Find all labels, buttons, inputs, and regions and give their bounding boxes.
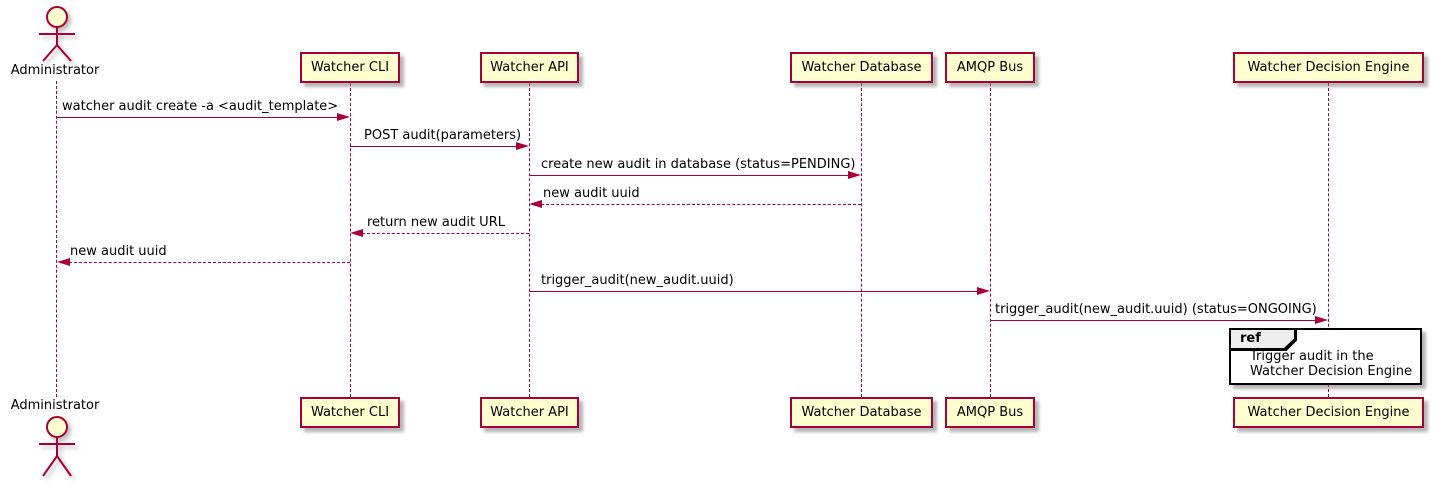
actor-icon xyxy=(39,416,75,477)
ref-fragment: ref Trigger audit in the Watcher Decisio… xyxy=(1229,328,1422,385)
ref-text: Trigger audit in the Watcher Decision En… xyxy=(1250,349,1412,379)
arrowhead-left-icon xyxy=(57,258,70,266)
message-label: trigger_audit(new_audit.uuid) xyxy=(541,273,734,288)
message-label: return new audit URL xyxy=(367,215,505,230)
message-label: watcher audit create -a <audit_template> xyxy=(62,99,339,114)
lifeline-watcher-decision-engine xyxy=(1328,83,1329,397)
arrowhead-right-icon xyxy=(977,287,990,295)
participant-watcher-cli-bottom: Watcher CLI xyxy=(300,397,400,428)
arrowhead-right-icon xyxy=(337,113,350,121)
participant-watcher-api-top: Watcher API xyxy=(480,52,579,83)
message-label: new audit uuid xyxy=(70,244,167,259)
participant-amqp-bus-bottom: AMQP Bus xyxy=(945,397,1035,428)
message-line xyxy=(57,117,338,118)
lifeline-watcher-api xyxy=(529,83,530,397)
message-line xyxy=(362,233,529,234)
message-label: trigger_audit(new_audit.uuid) (status=ON… xyxy=(995,302,1317,317)
message-line xyxy=(541,204,861,205)
lifeline-amqp-bus xyxy=(990,83,991,397)
message-line xyxy=(69,262,350,263)
arrowhead-left-icon xyxy=(350,229,363,237)
participant-label: Watcher Decision Engine xyxy=(1247,60,1410,75)
arrowhead-left-icon xyxy=(529,200,542,208)
ref-tag: ref xyxy=(1231,330,1297,351)
message-line xyxy=(990,320,1316,321)
participant-label: AMQP Bus xyxy=(956,60,1024,75)
ref-text-line: Watcher Decision Engine xyxy=(1250,364,1412,379)
arrowhead-right-icon xyxy=(1315,316,1328,324)
lifeline-watcher-database xyxy=(861,83,862,397)
participant-label: Watcher API xyxy=(490,405,569,420)
message-label: create new audit in database (status=PEN… xyxy=(541,157,856,172)
arrowhead-right-icon xyxy=(516,142,529,150)
participant-label: Watcher Decision Engine xyxy=(1247,405,1410,420)
participant-amqp-bus-top: AMQP Bus xyxy=(945,52,1035,83)
message-line xyxy=(350,146,517,147)
participant-label: AMQP Bus xyxy=(956,405,1024,420)
participant-watcher-database-bottom: Watcher Database xyxy=(790,397,933,428)
ref-text-line: Trigger audit in the xyxy=(1250,349,1374,364)
participant-watcher-api-bottom: Watcher API xyxy=(480,397,579,428)
participant-label: Watcher Database xyxy=(801,60,922,75)
actor-administrator-top: Administrator xyxy=(10,63,100,78)
participant-label: Watcher CLI xyxy=(310,60,390,75)
participant-watcher-decision-engine-top: Watcher Decision Engine xyxy=(1233,52,1424,83)
participant-label: Watcher API xyxy=(490,60,569,75)
participant-watcher-cli-top: Watcher CLI xyxy=(300,52,400,83)
message-line xyxy=(529,291,978,292)
message-label: POST audit(parameters) xyxy=(364,128,522,143)
participant-label: Watcher CLI xyxy=(310,405,390,420)
actor-administrator-bottom: Administrator xyxy=(10,398,100,413)
message-label: new audit uuid xyxy=(543,186,640,201)
lifeline-administrator xyxy=(56,81,57,397)
message-line xyxy=(529,175,849,176)
ref-tag-label: ref xyxy=(1231,330,1294,348)
participant-watcher-database-top: Watcher Database xyxy=(790,52,933,83)
participant-watcher-decision-engine-bottom: Watcher Decision Engine xyxy=(1233,397,1424,428)
participant-label: Watcher Database xyxy=(801,405,922,420)
actor-icon xyxy=(39,6,75,62)
lifeline-watcher-cli xyxy=(350,83,351,397)
arrowhead-right-icon xyxy=(848,171,861,179)
